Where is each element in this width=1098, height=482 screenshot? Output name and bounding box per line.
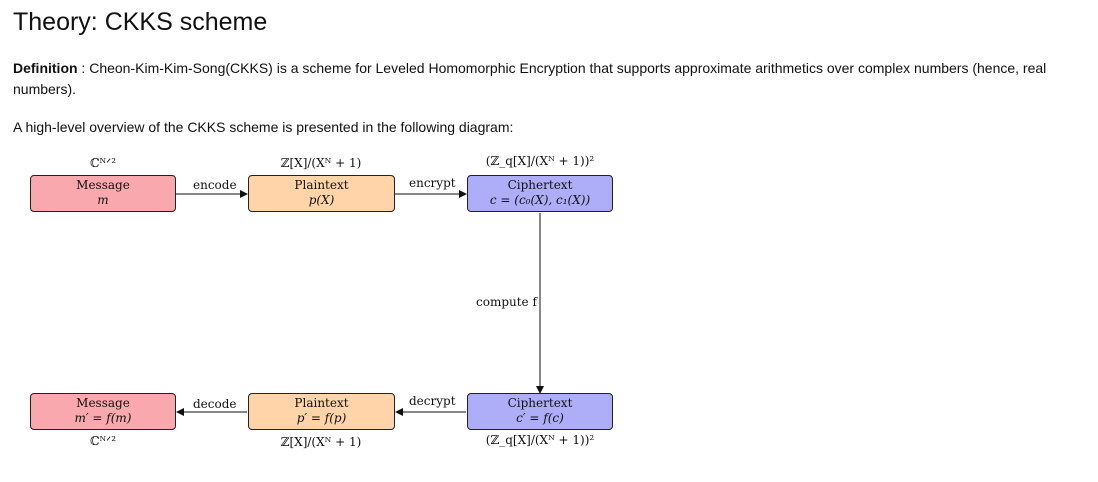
diagram-arrows — [176, 190, 544, 416]
bottom-ciphertext-space: (ℤ_q[X]/(Xᴺ + 1))² — [485, 433, 595, 447]
bottom-plaintext-value: p′ = f(p) — [296, 411, 347, 425]
top-ciphertext-box: Ciphertext c = (c₀(X), c₁(X)) — [467, 175, 613, 212]
top-plaintext-space: ℤ[X]/(Xᴺ + 1) — [280, 156, 362, 170]
top-message-box: Message m — [30, 175, 176, 212]
top-ciphertext-title: Ciphertext — [507, 178, 573, 192]
bottom-ciphertext-value: c′ = f(c) — [516, 411, 564, 425]
bottom-ciphertext-title: Ciphertext — [507, 396, 573, 410]
definition-label: Definition — [13, 60, 78, 76]
compute-label: compute f — [476, 295, 537, 309]
decrypt-label: decrypt — [409, 394, 456, 408]
top-plaintext-box: Plaintext p(X) — [248, 175, 395, 212]
bottom-message-value: m′ = f(m) — [74, 411, 132, 425]
top-message-value: m — [97, 193, 109, 207]
ckks-diagram: ℂᴺᐟ² ℤ[X]/(Xᴺ + 1) (ℤ_q[X]/(Xᴺ + 1))² Me… — [0, 150, 1098, 470]
bottom-message-box: Message m′ = f(m) — [30, 393, 176, 430]
bottom-ciphertext-box: Ciphertext c′ = f(c) — [467, 393, 613, 430]
top-ciphertext-value: c = (c₀(X), c₁(X)) — [489, 193, 591, 207]
definition-paragraph: Definition : Cheon-Kim-Kim-Song(CKKS) is… — [13, 58, 1073, 100]
top-ciphertext-space: (ℤ_q[X]/(Xᴺ + 1))² — [485, 154, 595, 168]
bottom-plaintext-title: Plaintext — [294, 396, 349, 410]
top-message-space: ℂᴺᐟ² — [89, 156, 117, 170]
bottom-plaintext-space: ℤ[X]/(Xᴺ + 1) — [280, 435, 362, 449]
decode-label: decode — [193, 397, 237, 411]
top-plaintext-title: Plaintext — [294, 178, 349, 192]
bottom-message-title: Message — [76, 396, 130, 410]
top-message-title: Message — [76, 178, 130, 192]
encode-label: encode — [193, 178, 237, 192]
overview-paragraph: A high-level overview of the CKKS scheme… — [13, 119, 514, 135]
bottom-plaintext-box: Plaintext p′ = f(p) — [248, 393, 395, 430]
top-plaintext-value: p(X) — [308, 193, 335, 207]
bottom-message-space: ℂᴺᐟ² — [89, 434, 117, 448]
definition-text: : Cheon-Kim-Kim-Song(CKKS) is a scheme f… — [13, 60, 1047, 97]
page-title: Theory: CKKS scheme — [13, 8, 268, 36]
encrypt-label: encrypt — [409, 176, 456, 190]
